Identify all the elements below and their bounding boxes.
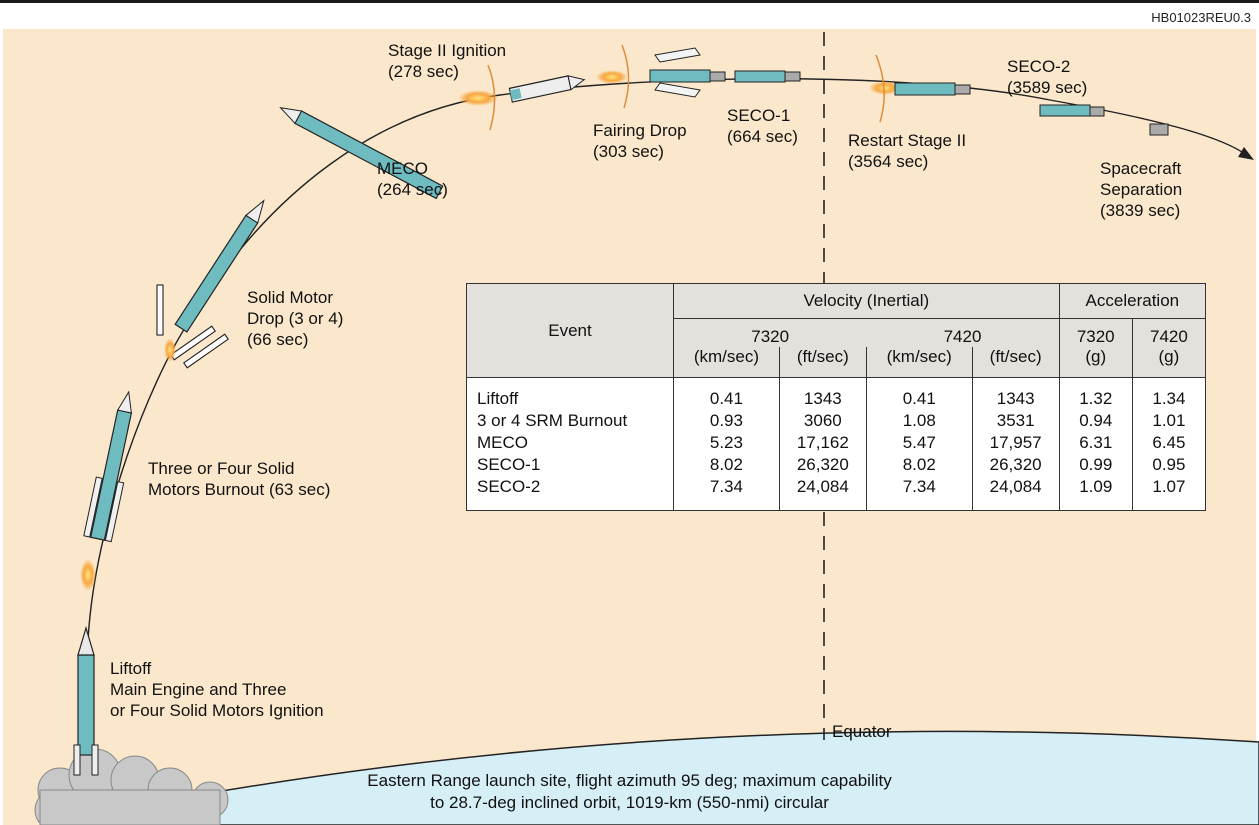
rocket-with-solid-motors <box>83 390 133 543</box>
earth-surface <box>39 730 1259 825</box>
table-cell: 8.02 <box>709 455 743 474</box>
table-unit-header: (ft/sec) <box>971 347 1060 378</box>
upper-stage-4 <box>1039 104 1105 117</box>
table-cell: 0.41 <box>709 389 743 408</box>
table-row: 3 or 4 SRM Burnout 0.93 3060 1.08 3531 0… <box>466 410 1206 432</box>
table-cell: 1.32 <box>1058 377 1133 410</box>
table-subheader: 7420 <box>1131 318 1206 347</box>
table-header-acceleration: Acceleration <box>1058 283 1206 319</box>
table-unit-header: (g) <box>1058 347 1133 378</box>
table-cell: 1.08 <box>865 410 973 432</box>
velocity-acceleration-table: Event Velocity (Inertial) Acceleration 7… <box>466 283 1206 511</box>
launch-cloud <box>34 748 229 825</box>
ascent-rocket <box>174 199 265 333</box>
table-cell: 24,084 <box>778 476 867 511</box>
table-cell: 0.99 <box>1058 454 1133 476</box>
label-seco1: SECO-1 (664 sec) <box>727 106 798 146</box>
table-cell: 26,320 <box>778 454 867 476</box>
table-cell: 1.09 <box>1058 476 1133 511</box>
label-equator: Equator <box>832 722 892 741</box>
stage2-flame <box>458 90 498 106</box>
table-row: SECO-1 8.02 26,320 8.02 26,320 0.99 0.95 <box>466 454 1206 476</box>
ignition-arc <box>487 64 496 131</box>
upper-stage-2 <box>734 70 801 83</box>
table-row: Liftoff 0.41 1343 0.41 1343 1.32 1.34 <box>466 377 1206 410</box>
table-unit-header: (km/sec) <box>673 347 780 378</box>
restart-flame <box>869 81 901 95</box>
table-header-event: Event <box>466 283 674 378</box>
label-solid-motor-drop: Solid Motor Drop (3 or 4) (66 sec) <box>247 288 344 349</box>
trajectory-arrowhead <box>1238 147 1254 160</box>
label-stage2-ignition: Stage II Ignition (278 sec) <box>388 41 507 81</box>
table-unit-header: (km/sec) <box>865 347 973 378</box>
table-cell: 6.45 <box>1131 432 1206 454</box>
table-cell: 7.34 <box>709 477 743 496</box>
document-id: HB01023REU0.3 <box>1151 10 1251 25</box>
solid-drop-flame <box>164 338 176 362</box>
table-cell-event: 3 or 4 SRM Burnout <box>466 410 674 432</box>
upper-stage-1 <box>649 69 726 83</box>
label-liftoff: Liftoff Main Engine and Three or Four So… <box>110 659 324 720</box>
table-cell-event: SECO-2 <box>466 476 674 511</box>
table-cell: 1343 <box>971 377 1060 410</box>
table-subheader: 7320 <box>1058 318 1133 347</box>
restart-arc <box>875 54 885 123</box>
fairing-arc <box>621 44 630 109</box>
dropped-solid-motors <box>156 284 229 369</box>
table-subheader: 7320 <box>751 327 790 346</box>
table-cell: 8.02 <box>865 454 973 476</box>
table-cell: 1.01 <box>1131 410 1206 432</box>
top-rule <box>0 0 1259 3</box>
table-cell: 24,084 <box>971 476 1060 511</box>
table-cell: 0.94 <box>1058 410 1133 432</box>
fairing-flame <box>596 70 628 84</box>
table-cell: 6.31 <box>1058 432 1133 454</box>
table-unit-header: (g) <box>1131 347 1206 378</box>
table-subheader: 7420 <box>943 327 982 346</box>
table-cell: 0.95 <box>1131 454 1206 476</box>
table-unit-header: (ft/sec) <box>778 347 867 378</box>
table-cell: 17,162 <box>778 432 867 454</box>
stage2-vehicle <box>508 75 586 103</box>
table-cell: 1343 <box>778 377 867 410</box>
label-seco2: SECO-2 (3589 sec) <box>1007 57 1088 97</box>
table-cell: 1.07 <box>1131 476 1206 511</box>
liftoff-rocket <box>73 625 99 776</box>
fairing-halves <box>654 47 701 98</box>
label-fairing-drop: Fairing Drop (303 sec) <box>593 121 687 161</box>
upper-stage-3 <box>894 82 971 96</box>
table-header-velocity: Velocity (Inertial) <box>673 283 1060 319</box>
table-cell: 0.93 <box>709 411 743 430</box>
table-cell: 1.34 <box>1131 377 1206 410</box>
meco-rocket <box>279 107 444 200</box>
solid-motor-flame <box>80 559 96 591</box>
spacecraft <box>1149 123 1169 136</box>
table-cell-event: Liftoff <box>466 377 674 410</box>
table-cell: 3531 <box>971 410 1060 432</box>
table-cell: 3060 <box>778 410 867 432</box>
earth-caption: Eastern Range launch site, flight azimut… <box>367 771 892 812</box>
table-cell: 26,320 <box>971 454 1060 476</box>
table-cell: 7.34 <box>865 476 973 511</box>
table-cell: 5.23 <box>709 433 743 452</box>
table-cell: 0.41 <box>865 377 973 410</box>
table-cell-event: MECO <box>466 432 674 454</box>
table-row: MECO 5.23 17,162 5.47 17,957 6.31 6.45 <box>466 432 1206 454</box>
table-row: SECO-2 7.34 24,084 7.34 24,084 1.09 1.07 <box>466 476 1206 511</box>
label-restart-stage2: Restart Stage II (3564 sec) <box>848 131 967 171</box>
label-solid-motor-burnout: Three or Four Solid Motors Burnout (63 s… <box>148 459 331 499</box>
table-cell: 17,957 <box>971 432 1060 454</box>
table-cell-event: SECO-1 <box>466 454 674 476</box>
label-spacecraft-separation: Spacecraft Separation (3839 sec) <box>1100 159 1183 220</box>
label-meco: MECO (264 sec) <box>377 159 448 199</box>
table-cell: 5.47 <box>865 432 973 454</box>
